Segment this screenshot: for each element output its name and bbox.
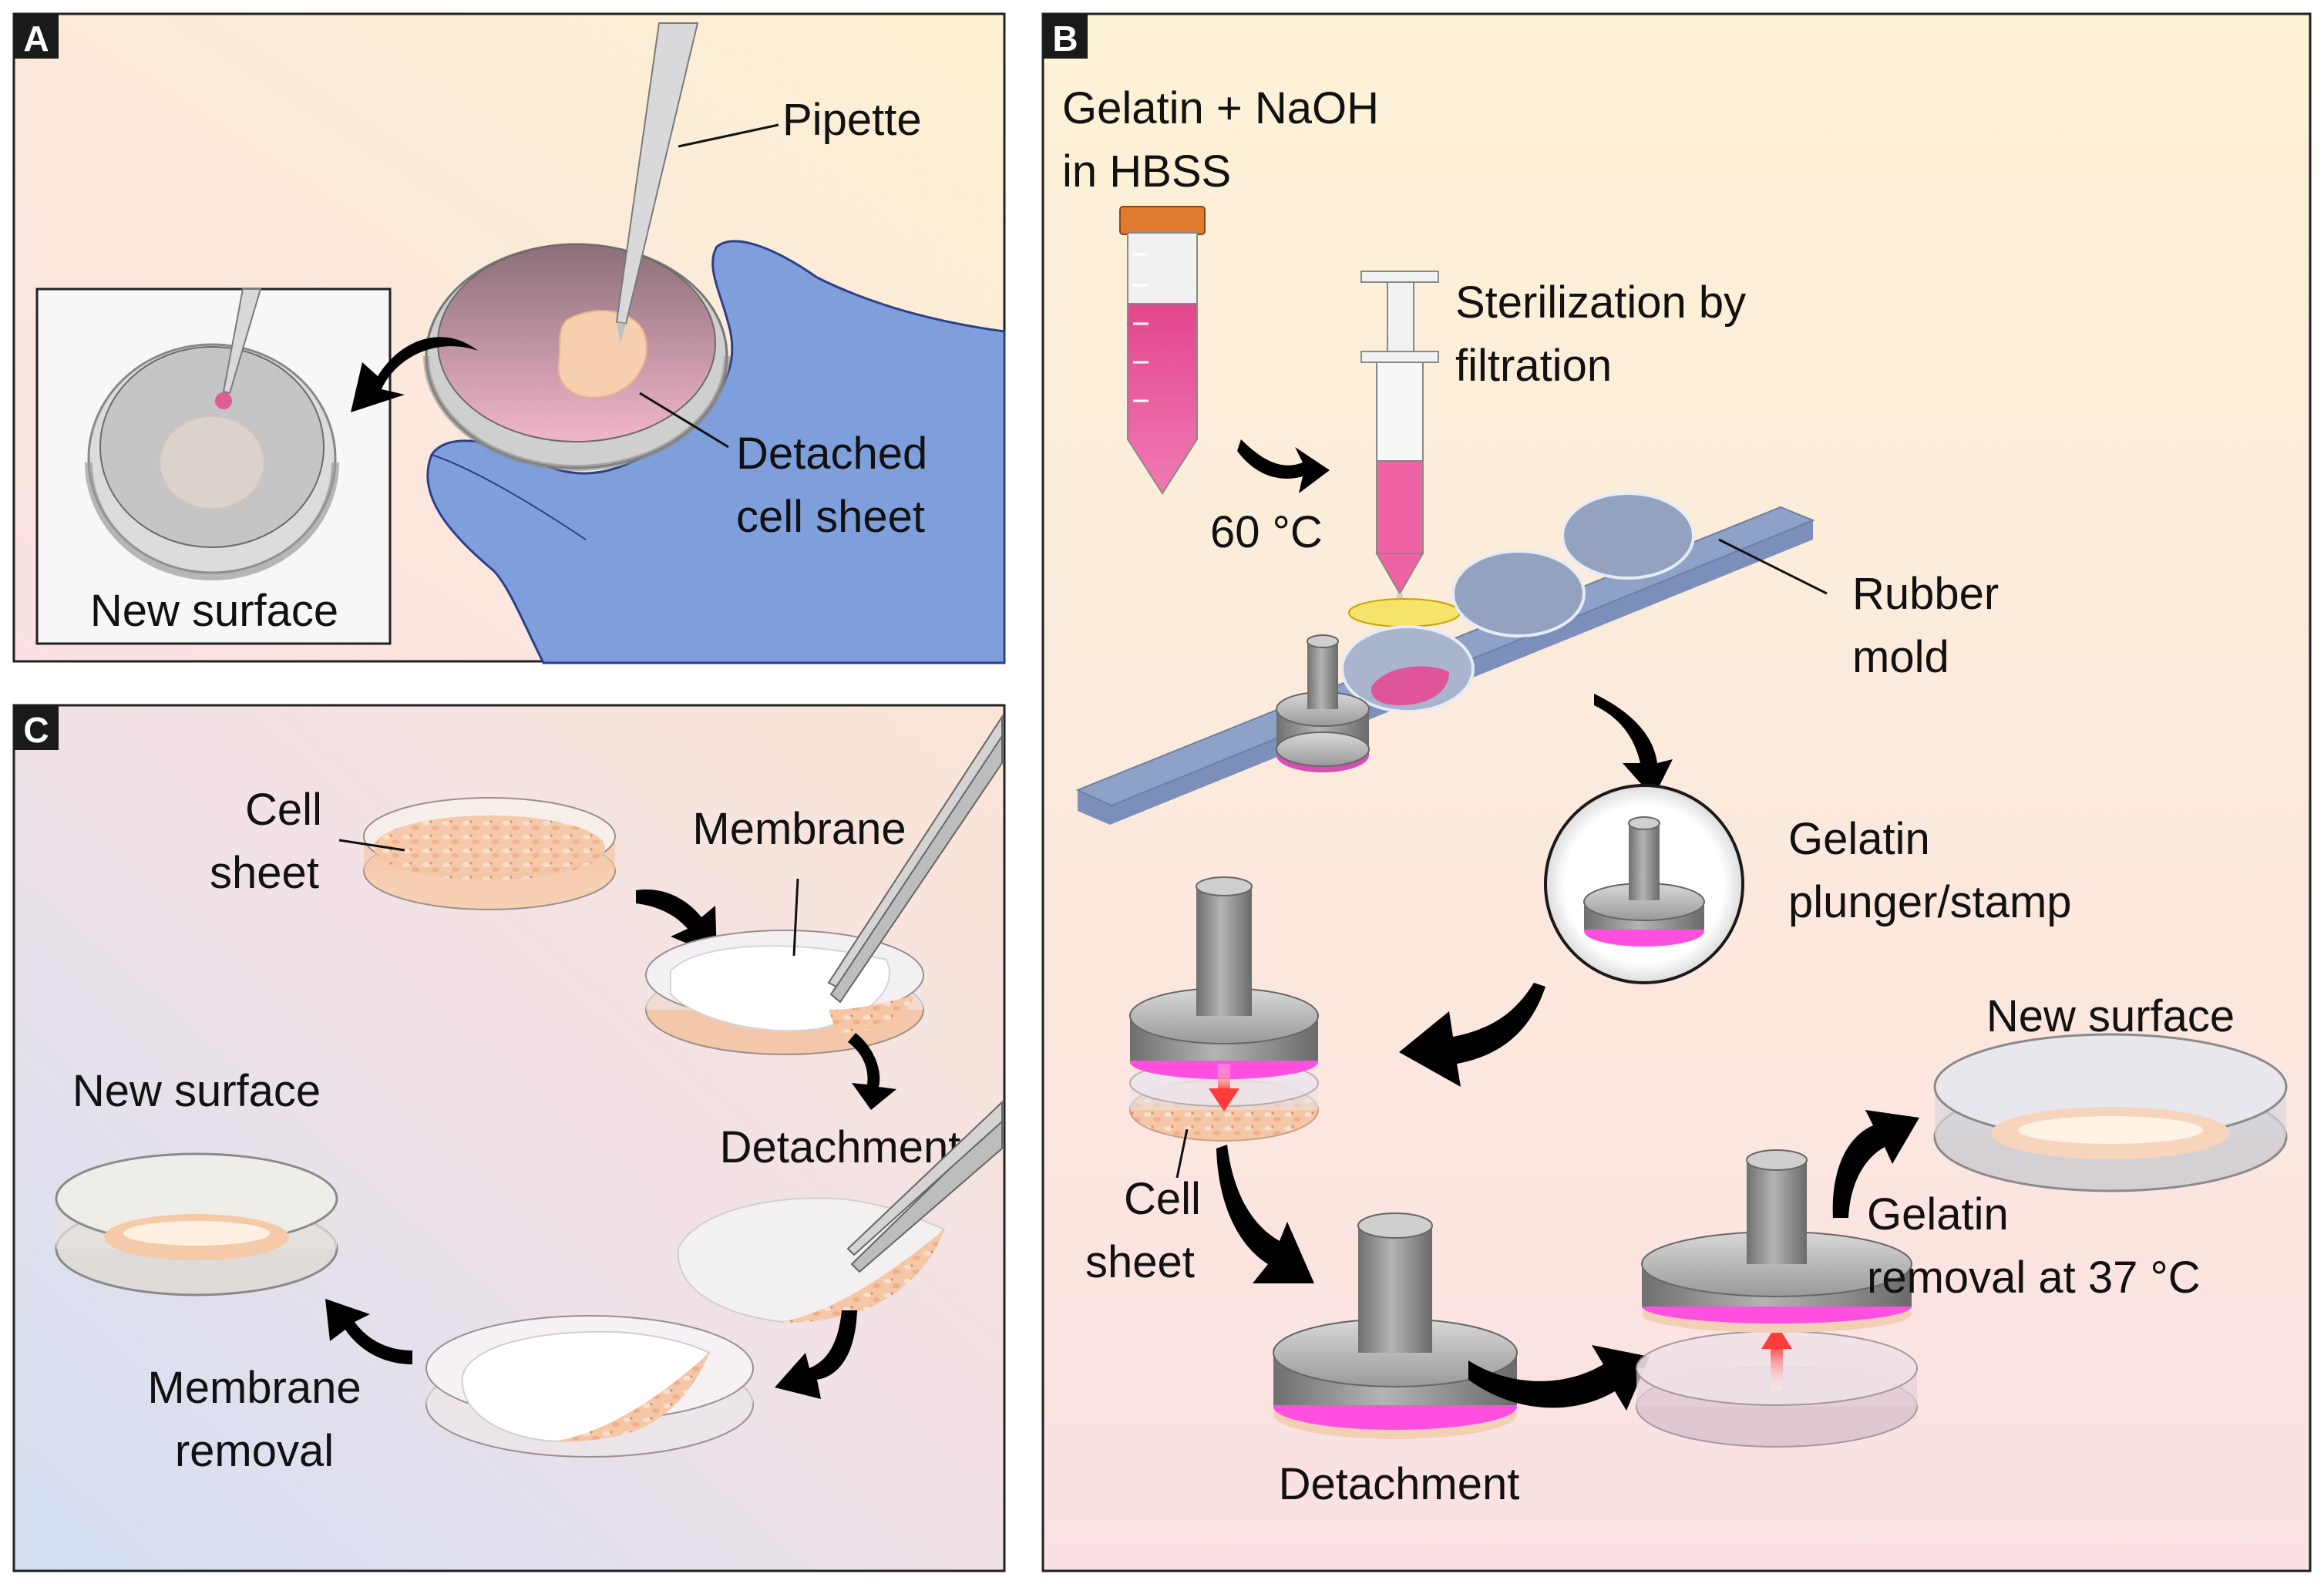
detached-label-line2: cell sheet [736,492,925,542]
detachment-arrow-c [848,1033,896,1110]
removal-label-line2: removal at 37 °C [1867,1253,2201,1303]
forceps-illustration-1 [827,714,1003,1004]
panel-a-letter: A [23,18,49,59]
detached-label-line1: Detached [736,429,927,479]
membrane-removal-label-line2: removal [175,1426,334,1476]
stamp-on-cell-sheet [1129,876,1319,1142]
plunger-label-line1: Gelatin [1788,814,1930,864]
panel-a-letter-box [14,14,59,59]
membrane-removal-arrow [325,1299,412,1364]
new-surface-label-b: New surface [1986,991,2235,1041]
sterilization-label-line2: filtration [1455,341,1612,391]
inset-new-surface-label: New surface [90,586,338,636]
membrane-removal-label-line1: Membrane [147,1363,361,1413]
new-surface-dish-b [1933,1033,2288,1192]
conical-tube [1119,206,1206,495]
membrane-down-arrow [775,1310,857,1399]
to-new-surface-arrow [1468,1345,1650,1411]
sterilization-label-line1: Sterilization by [1455,277,1746,328]
stamp-apply-arrow [1399,983,1545,1087]
plunger-label-line2: plunger/stamp [1788,877,2072,927]
removal-label-line1: Gelatin [1867,1189,2009,1239]
cell-sheet-label-c-line2: sheet [210,848,319,898]
membrane-dish [645,930,924,1055]
temp-label: 60 °C [1210,507,1323,557]
new-surface-label-c: New surface [72,1066,321,1116]
stamp-on-new-dish [1636,1149,1918,1448]
mold-to-stamp-arrow [1594,694,1673,798]
detachment-label-b: Detachment [1279,1459,1520,1509]
gelatin-stamp-circle [1544,784,1744,984]
detachment-label-c: Detachment [720,1122,961,1172]
membrane-removal-dish [425,1315,754,1458]
gelatin-label-line1: Gelatin + NaOH [1062,83,1379,133]
membrane-label: Membrane [692,804,906,854]
detached-membrane [677,1100,1003,1323]
rubber-mold-label-line2: mold [1852,632,1949,682]
panel-b: B Gelatin + NaOH in HBSS 60 °C [1041,12,2312,1572]
gelatin-label-line2: in HBSS [1062,146,1231,197]
pipette-label: Pipette [782,95,922,145]
new-surface-dish-c [55,1152,338,1296]
cell-sheet-label-b-line1: Cell [1124,1174,1201,1224]
heat-arrow [1237,439,1330,493]
panel-b-letter-box [1043,14,1088,59]
membrane-arrow [636,890,717,956]
to-detachment-arrow [1216,1145,1314,1283]
transfer-arrow [351,337,478,412]
pipette-illustration [615,22,699,343]
rubber-mold-label-line1: Rubber [1852,569,1999,619]
panel-c: C Cell sheet Membrane Detach [12,704,1006,1572]
panel-c-letter: C [23,710,49,750]
cell-sheet-label-c-line1: Cell [245,785,322,835]
rubber-mold [1075,492,1815,825]
panel-a: A Pipette Detached cell sheet [12,12,1006,664]
cell-sheet-dish [363,797,616,910]
panel-b-letter: B [1052,18,1078,59]
cell-sheet-label-b-line2: sheet [1085,1237,1195,1287]
inset-new-surface: New surface [35,288,392,645]
panel-c-letter-box [14,705,59,750]
to-new-surface-dish-arrow [1832,1110,1919,1218]
dish-with-sheet [423,243,730,471]
